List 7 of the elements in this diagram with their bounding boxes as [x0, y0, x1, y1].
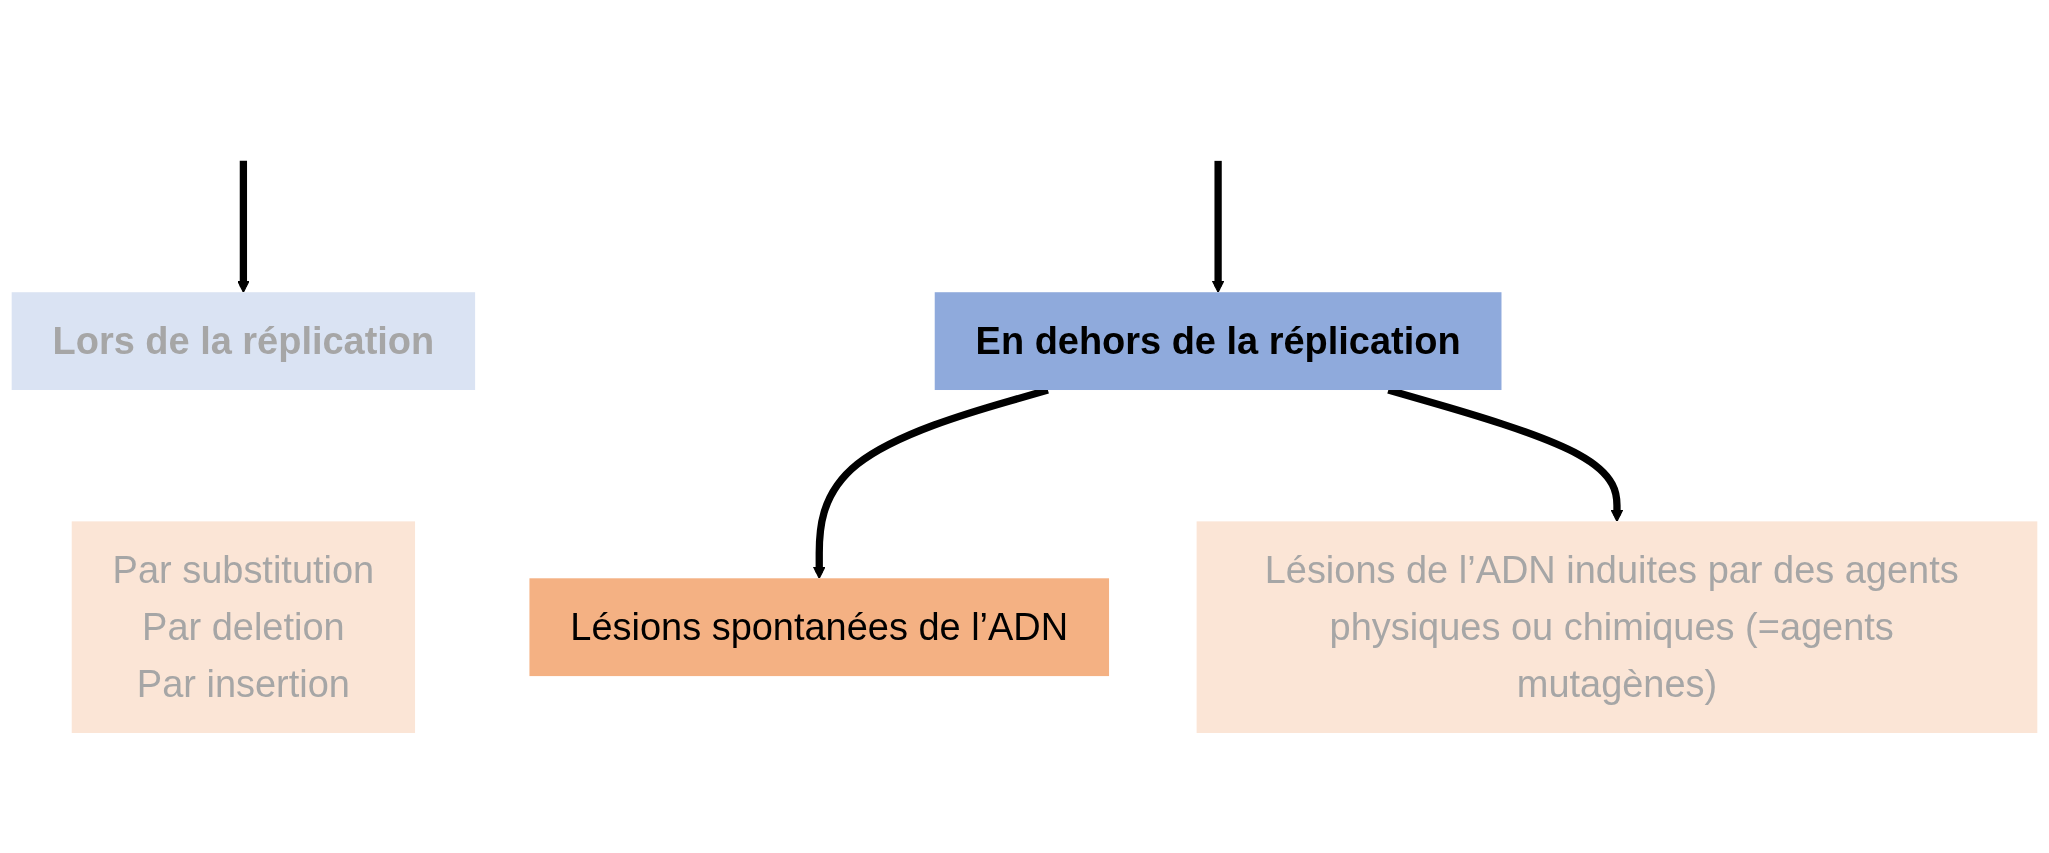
node-box: Lors de la réplication: [11, 292, 476, 390]
node-box: Par substitution Par deletion Par insertion: [71, 521, 416, 733]
arrow: [236, 160, 250, 293]
arrow: [1211, 160, 1225, 293]
node-box: Lésions de l’ADN induites par des agents physiques ou chimiques (=agents mutagènes): [1196, 521, 2038, 733]
node-box: Lésions spontanées de l’ADN: [529, 578, 1110, 677]
node-box: En dehors de la réplication: [934, 292, 1502, 390]
